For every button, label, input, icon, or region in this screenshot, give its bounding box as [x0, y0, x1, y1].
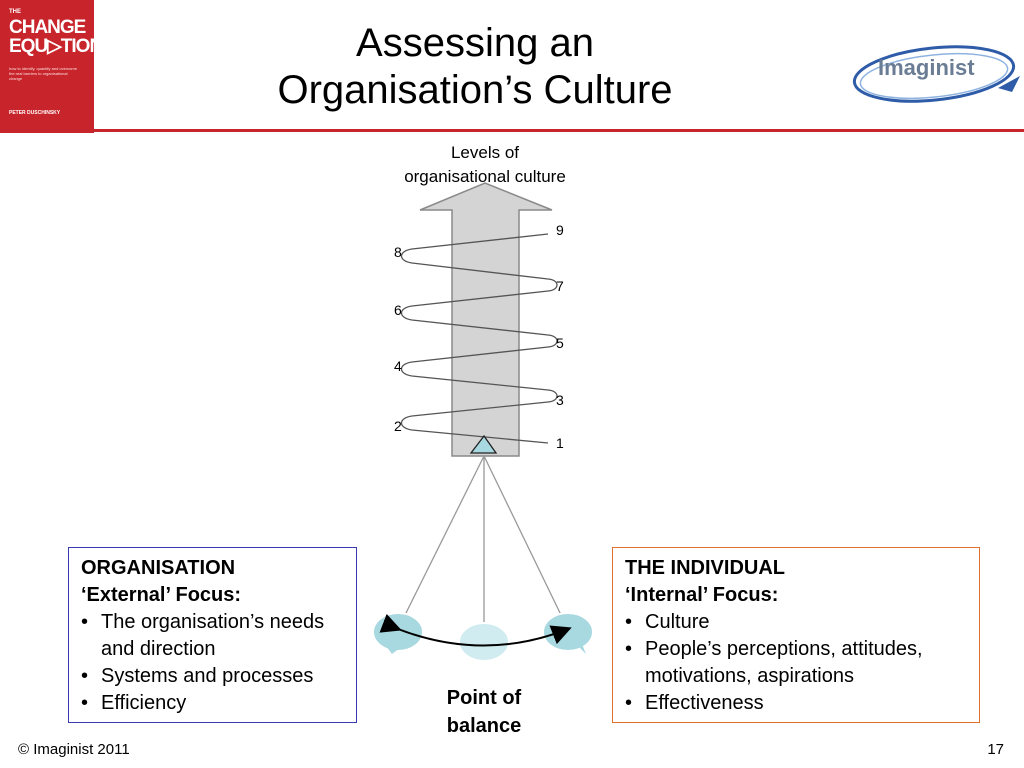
book-cover-small: THE — [9, 9, 21, 15]
slide-title-line1: Assessing an — [356, 21, 594, 65]
book-cover-subtitle: how to identify, quantify and overcome t… — [9, 66, 77, 81]
levels-title: Levels of organisational culture — [385, 141, 585, 189]
balance-label-line2: balance — [446, 715, 522, 737]
level-5: 5 — [556, 335, 564, 351]
bubble-right — [542, 612, 594, 654]
levels-arrow — [419, 182, 553, 457]
swing-arrow — [379, 613, 572, 647]
slide-title-line2: Organisation’s Culture — [277, 68, 673, 112]
imaginist-logo: Imaginist — [852, 45, 1020, 103]
individual-heading: THE INDIVIDUAL — [625, 557, 785, 579]
individual-item: People’s perceptions, attitudes, motivat… — [625, 636, 967, 690]
level-1: 1 — [556, 435, 564, 451]
footer-copyright: © Imaginist 2011 — [18, 741, 130, 758]
individual-item: Culture — [625, 609, 967, 636]
level-7: 7 — [556, 278, 564, 294]
organisation-box: ORGANISATION ‘External’ Focus: The organ… — [68, 547, 357, 723]
levels-spiral — [400, 233, 558, 444]
page-number: 17 — [987, 741, 1004, 758]
bubble-center — [458, 622, 510, 662]
level-2: 2 — [394, 418, 402, 434]
individual-box: THE INDIVIDUAL ‘Internal’ Focus: Culture… — [612, 547, 980, 723]
individual-focus: ‘Internal’ Focus: — [625, 584, 779, 606]
level-8: 8 — [394, 244, 402, 260]
level-6: 6 — [394, 302, 402, 318]
book-cover-title: CHANGE EQU▷TION — [9, 17, 103, 57]
organisation-item: Systems and processes — [81, 663, 344, 690]
book-cover-author: PETER DUSCHINSKY — [9, 110, 61, 116]
individual-item: Effectiveness — [625, 690, 967, 717]
pendulum-string-left — [403, 455, 485, 618]
pendulum-string-right — [483, 455, 563, 618]
level-3: 3 — [556, 392, 564, 408]
organisation-focus: ‘External’ Focus: — [81, 584, 242, 606]
balance-label: Point of balance — [420, 684, 548, 740]
book-cover-image: THE CHANGE EQU▷TION how to identify, qua… — [0, 0, 103, 133]
pivot-triangle — [469, 434, 498, 454]
level-4: 4 — [394, 358, 402, 374]
level-9: 9 — [556, 222, 564, 238]
levels-title-line2: organisational culture — [404, 167, 566, 186]
header-divider — [94, 129, 1024, 132]
balance-label-line1: Point of — [446, 687, 522, 709]
bubble-left — [372, 612, 424, 654]
organisation-list: The organisation’s needs and direction S… — [81, 609, 344, 717]
organisation-heading: ORGANISATION — [81, 557, 236, 579]
levels-title-line1: Levels of — [450, 143, 520, 162]
slide-title: Assessing an Organisation’s Culture — [200, 20, 750, 114]
organisation-item: Efficiency — [81, 690, 344, 717]
individual-list: Culture People’s perceptions, attitudes,… — [625, 609, 967, 717]
organisation-item: The organisation’s needs and direction — [81, 609, 344, 663]
logo-text: Imaginist — [878, 55, 975, 80]
